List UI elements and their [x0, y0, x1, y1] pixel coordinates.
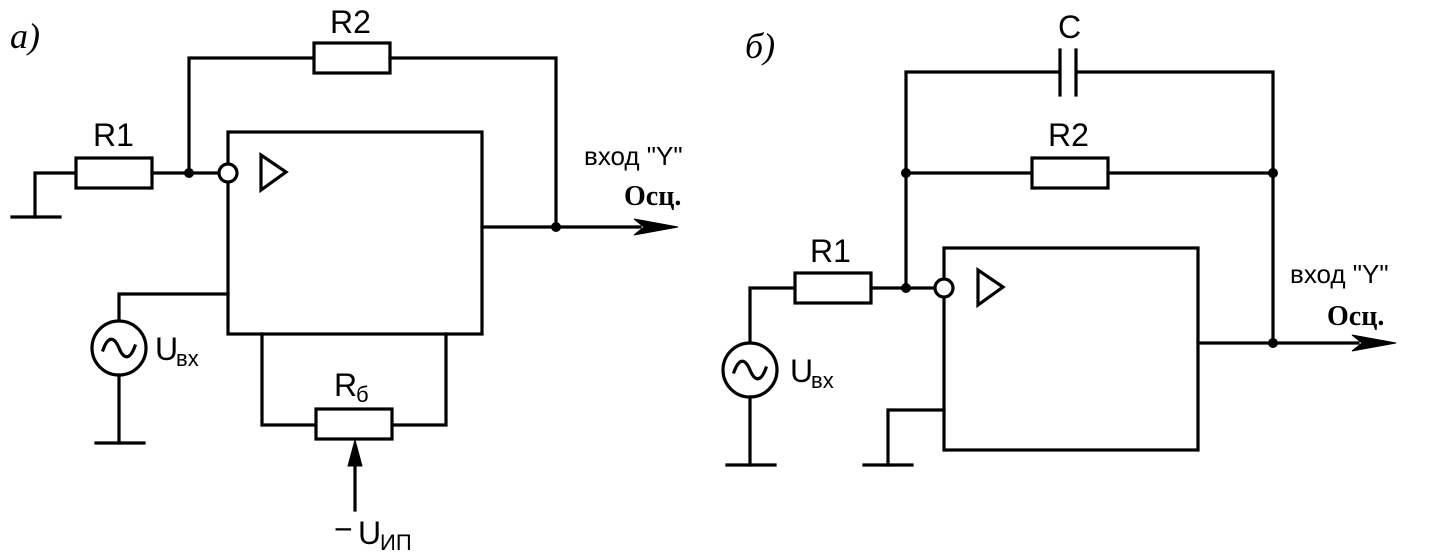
wiper-arrow-a — [347, 438, 363, 467]
opamp-symbol-b — [976, 266, 1006, 309]
opamp-a — [226, 130, 484, 336]
r1-label-b: R1 — [810, 233, 851, 269]
junction-dot — [551, 222, 561, 232]
resistor-r1-a — [74, 156, 154, 190]
output-arrow-b — [1351, 334, 1397, 352]
opamp-b — [942, 246, 1200, 452]
source-sub-a: вх — [176, 346, 199, 371]
output-arrow-a — [633, 218, 679, 236]
rb-sub-a: б — [356, 382, 369, 407]
supply-sign-a: − — [334, 511, 353, 547]
r2-label-a: R2 — [330, 4, 371, 40]
output-label-b: вход "Y" — [1290, 259, 1389, 289]
resistor-r2-b — [1030, 156, 1110, 190]
supply-sub-a: ИП — [380, 530, 412, 554]
ground-a-input — [10, 171, 77, 219]
source-sub-b: вх — [811, 368, 834, 393]
sine-icon — [100, 337, 138, 359]
rb-label-a: R — [334, 367, 357, 403]
opamp-symbol-a — [259, 151, 289, 194]
r2-label-b: R2 — [1048, 117, 1089, 153]
junction-dot — [1268, 338, 1278, 348]
output-device-b: Осц. — [1327, 301, 1384, 332]
panel-label-b: б) — [745, 26, 775, 66]
resistor-r2-a — [312, 41, 392, 75]
sine-icon — [731, 359, 769, 381]
source-label-b: U — [790, 353, 813, 389]
resistor-r1-b — [793, 271, 873, 305]
c-label-b: C — [1058, 9, 1081, 45]
junction-dot — [1268, 168, 1278, 178]
output-device-a: Осц. — [624, 181, 681, 212]
output-label-a: вход "Y" — [584, 141, 683, 171]
inverting-input-b — [933, 277, 955, 299]
inverting-input-a — [217, 162, 239, 184]
source-label-a: U — [155, 331, 178, 367]
supply-label-a: U — [358, 515, 381, 551]
resistor-rb-a — [314, 407, 394, 441]
r1-label-a: R1 — [93, 117, 134, 153]
panel-label-a: а) — [10, 16, 40, 56]
diagram-b: б) C R2 R1 вход "Y" Осц. — [721, 9, 1397, 467]
junction-dot — [901, 283, 911, 293]
junction-dot — [901, 168, 911, 178]
diagram-a: а) R1 R2 вход "Y" Осц. U — [10, 4, 683, 554]
